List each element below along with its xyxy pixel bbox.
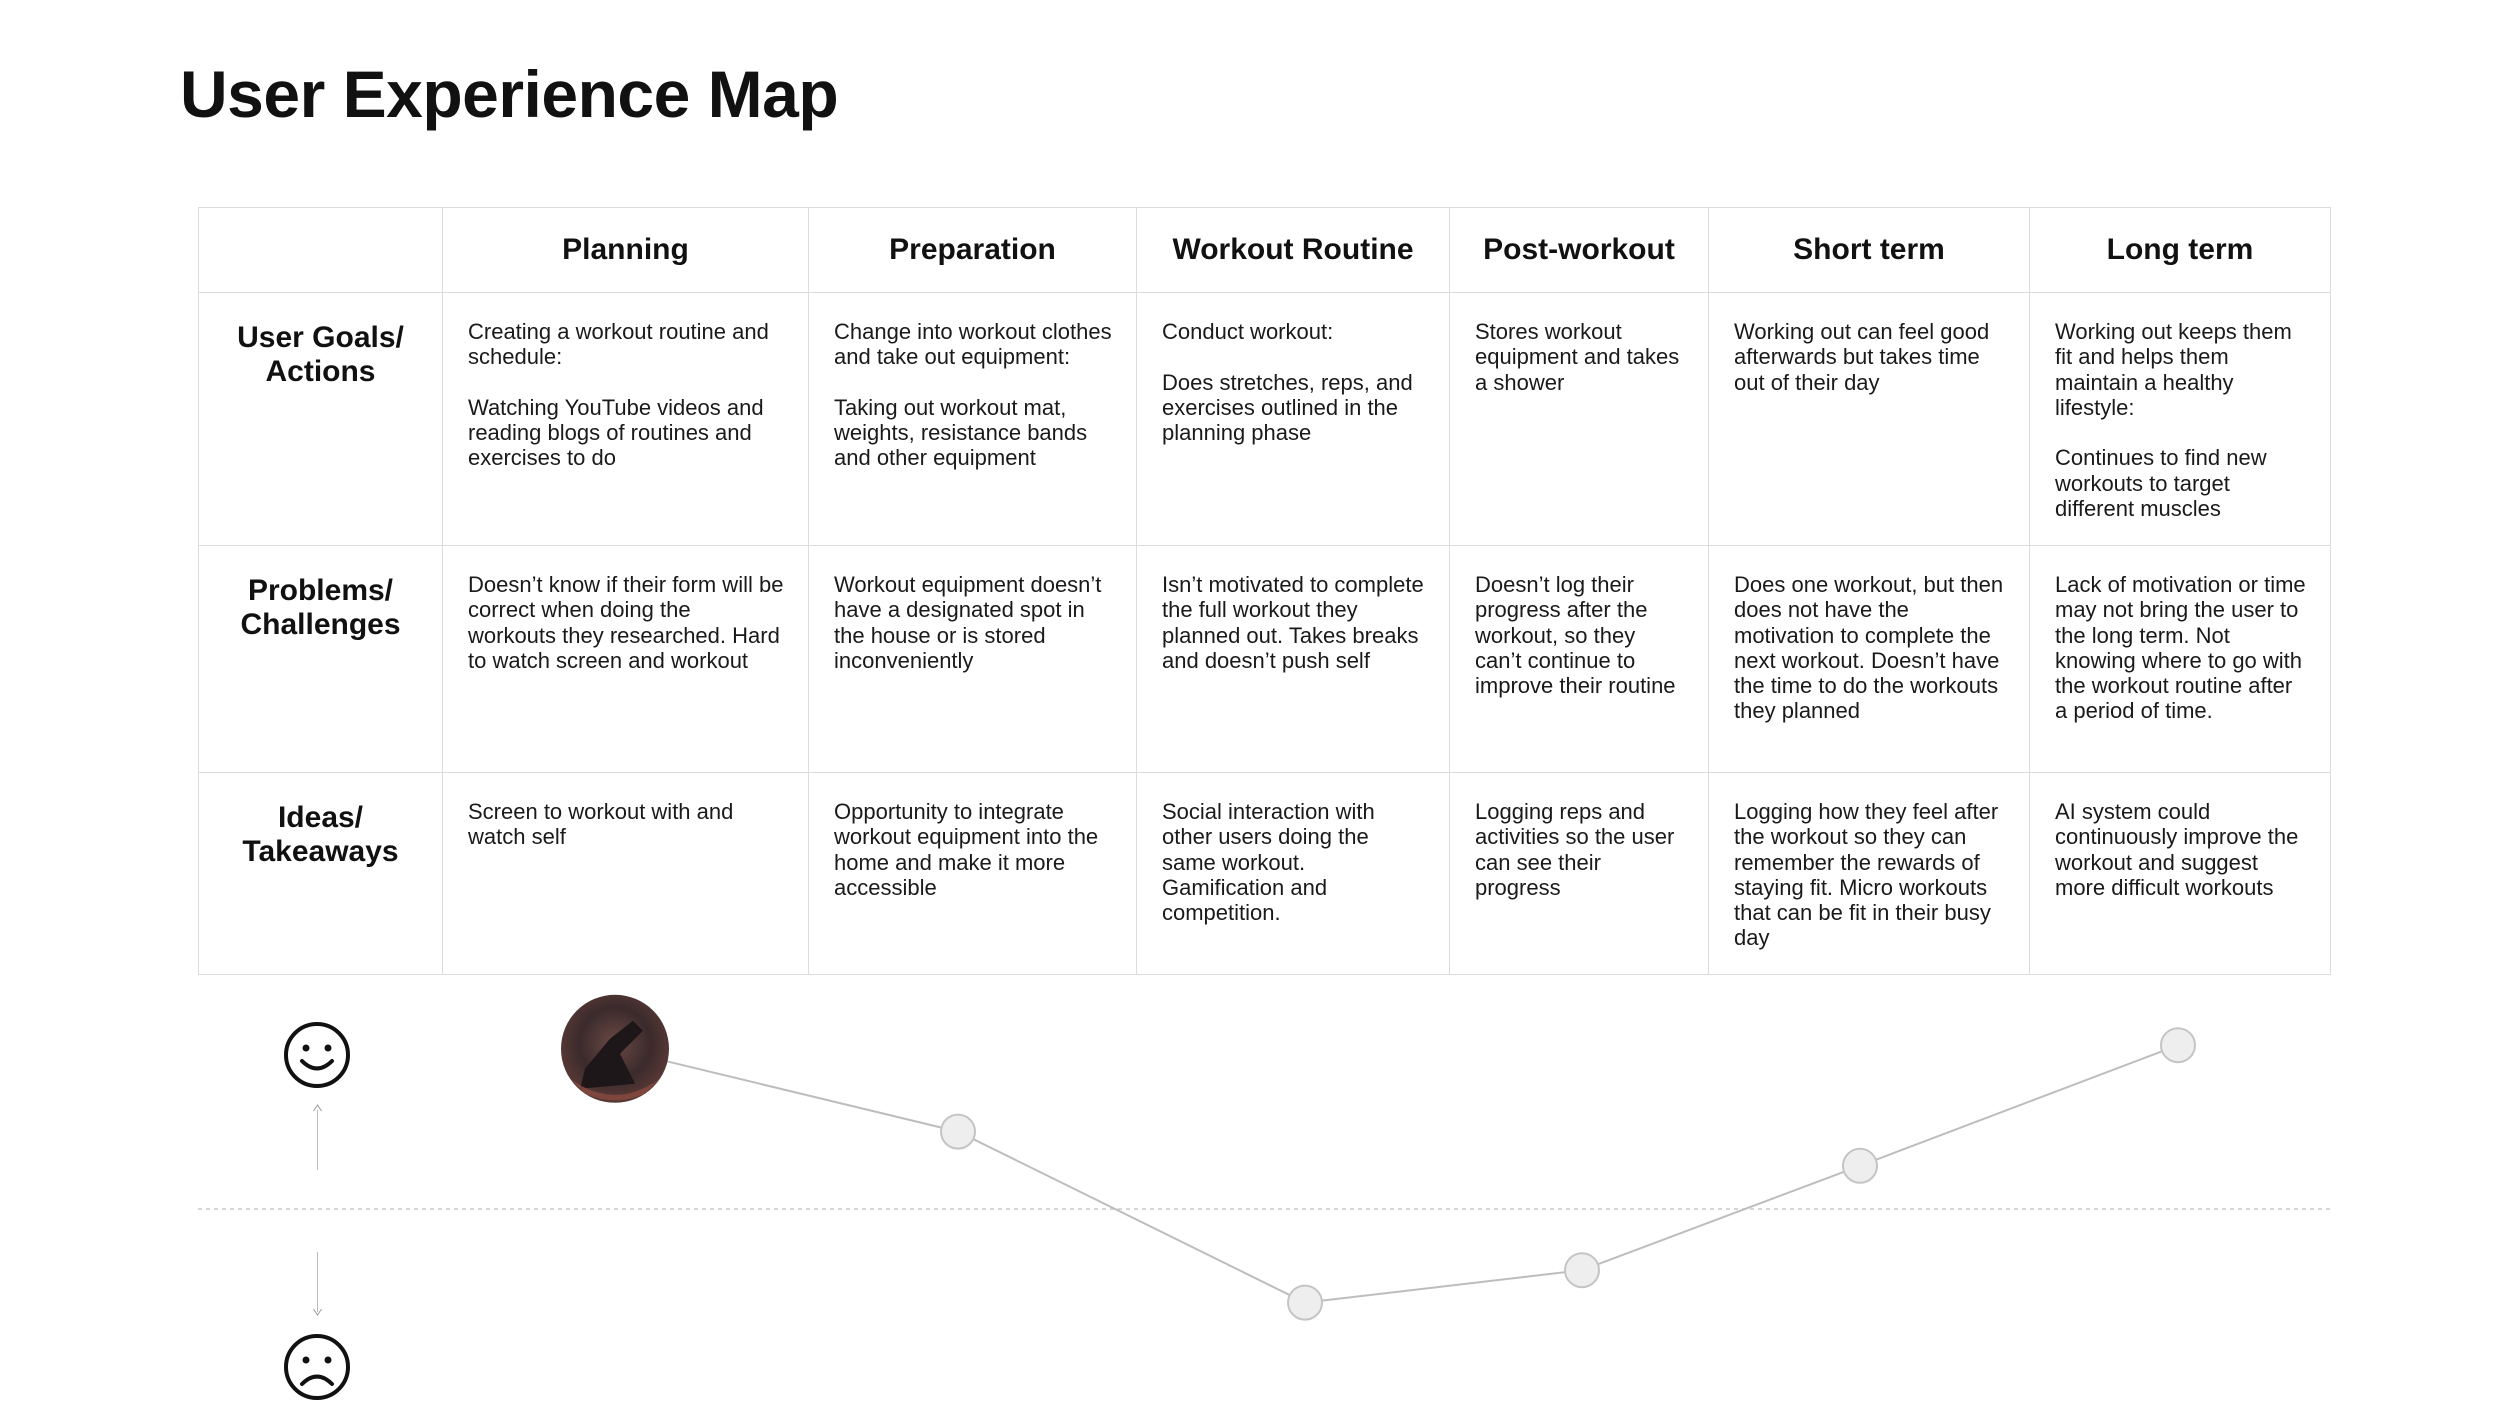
emotion-line bbox=[614, 1044, 2179, 1304]
table-cell: Screen to workout with and watch self bbox=[442, 772, 809, 975]
row-label: Ideas/ Takeaways bbox=[198, 772, 443, 975]
journey-node bbox=[940, 1113, 976, 1150]
corner-cell bbox=[198, 207, 443, 293]
ideas-row: Ideas/ Takeaways Screen to workout with … bbox=[198, 772, 2331, 975]
user-goals-row: User Goals/ Actions Creating a workout r… bbox=[198, 292, 2331, 546]
smiley-face-icon bbox=[284, 1022, 350, 1088]
row-label: User Goals/ Actions bbox=[198, 292, 443, 546]
experience-map-table: Planning Preparation Workout Routine Pos… bbox=[198, 207, 2331, 975]
page-title: User Experience Map bbox=[180, 57, 839, 131]
stage-header: Short term bbox=[1708, 207, 2030, 293]
table-cell: Working out can feel good afterwards but… bbox=[1708, 292, 2030, 546]
table-cell: Stores workout equipment and takes a sho… bbox=[1449, 292, 1709, 546]
sad-face-icon bbox=[284, 1334, 350, 1400]
table-cell: Isn’t motivated to complete the full wor… bbox=[1136, 545, 1450, 773]
journey-node bbox=[2160, 1027, 2196, 1064]
table-cell: Social interaction with other users doin… bbox=[1136, 772, 1450, 975]
table-cell: Lack of motivation or time may not bring… bbox=[2029, 545, 2331, 773]
table-cell: Doesn’t log their progress after the wor… bbox=[1449, 545, 1709, 773]
down-arrowhead-icon bbox=[313, 1308, 322, 1316]
stage-header: Planning bbox=[442, 207, 809, 293]
scale-down-line bbox=[317, 1252, 318, 1312]
stage-header: Preparation bbox=[808, 207, 1137, 293]
table-cell: Logging how they feel after the workout … bbox=[1708, 772, 2030, 975]
row-label: Problems/ Challenges bbox=[198, 545, 443, 773]
table-cell: Logging reps and activities so the user … bbox=[1449, 772, 1709, 975]
table-cell: Opportunity to integrate workout equipme… bbox=[808, 772, 1137, 975]
table-cell: Does one workout, but then does not have… bbox=[1708, 545, 2030, 773]
journey-node bbox=[1287, 1284, 1323, 1321]
table-cell: Working out keeps them fit and helps the… bbox=[2029, 292, 2331, 546]
problems-row: Problems/ Challenges Doesn’t know if the… bbox=[198, 545, 2331, 773]
table-cell: Creating a workout routine and schedule:… bbox=[442, 292, 809, 546]
table-cell: Doesn’t know if their form will be corre… bbox=[442, 545, 809, 773]
up-arrowhead-icon bbox=[313, 1104, 322, 1112]
table-cell: Workout equipment doesn’t have a designa… bbox=[808, 545, 1137, 773]
scale-up-line bbox=[317, 1110, 318, 1170]
table-cell: AI system could continuously improve the… bbox=[2029, 772, 2331, 975]
journey-node bbox=[1842, 1147, 1878, 1184]
journey-node bbox=[1564, 1252, 1600, 1289]
user-photo-avatar bbox=[561, 994, 669, 1103]
